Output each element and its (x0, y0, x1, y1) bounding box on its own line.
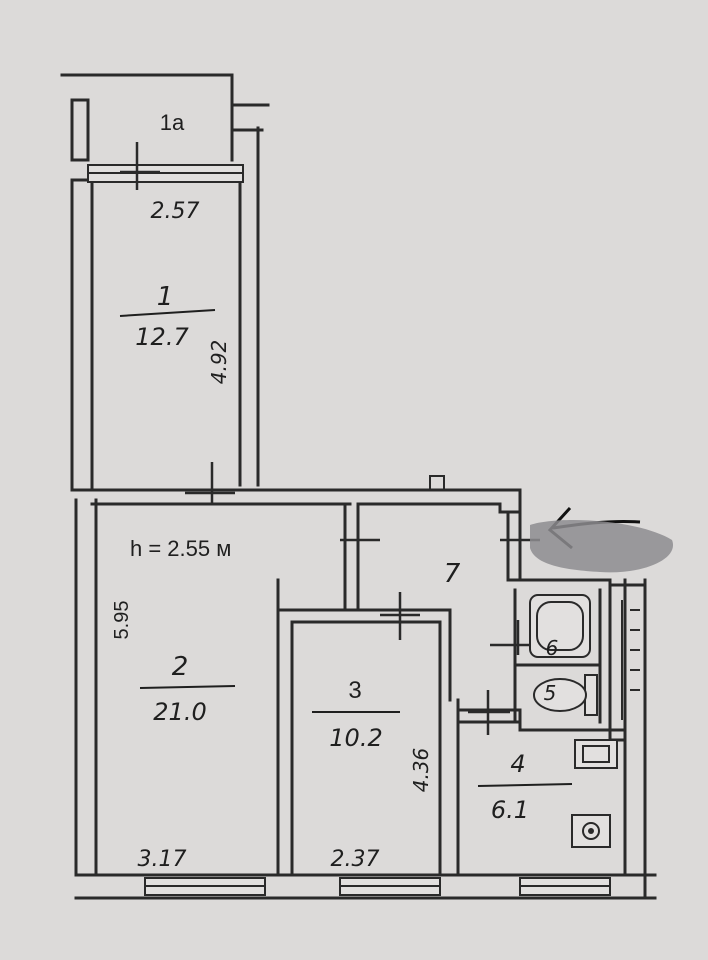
outer-walls (60, 73, 657, 900)
radiator-icon (621, 600, 640, 720)
sink-icon (574, 739, 618, 769)
room-3-width: 2.37 (331, 847, 380, 872)
room-2-number: 2 (172, 652, 189, 682)
room-3-length: 4.36 (409, 748, 433, 793)
room-1-number: 1 (157, 282, 174, 312)
room-5-number: 5 (544, 681, 557, 705)
room-2-area: 21.0 (153, 698, 206, 726)
room-1-width: 2.57 (151, 199, 200, 224)
room-2-width: 3.17 (138, 847, 187, 872)
room-6-number: 6 (546, 636, 559, 660)
room-7-number: 7 (444, 559, 461, 589)
room-3: 3 10.2 4.36 2.37 (312, 677, 433, 872)
redacted-area (530, 520, 674, 573)
room-2: 2 21.0 3.17 (138, 652, 236, 872)
room-3-number: 3 (348, 677, 361, 704)
room-4-area: 6.1 (491, 796, 529, 824)
bathtub-icon (529, 594, 591, 658)
room-4-number: 4 (510, 750, 525, 778)
left-dimension-label: 5.95 (111, 601, 133, 640)
ceiling-height-label: h = 2.55 м (130, 536, 231, 561)
room-1-length: 4.92 (207, 340, 231, 385)
room-4-fraction-line (477, 783, 573, 787)
room-3-area: 10.2 (329, 724, 382, 752)
bottom-windows (144, 877, 611, 896)
room-2-fraction-line (139, 685, 236, 689)
room-1: 2.57 1 12.7 4.92 (119, 199, 231, 385)
toilet-icon (533, 674, 598, 716)
room-1-area: 12.7 (135, 323, 189, 351)
balcony-window (87, 164, 244, 183)
room-1-fraction-line (119, 309, 216, 317)
stove-icon (571, 814, 611, 848)
room-4: 4 6.1 (477, 750, 573, 824)
balcony-label: 1а (160, 110, 185, 135)
